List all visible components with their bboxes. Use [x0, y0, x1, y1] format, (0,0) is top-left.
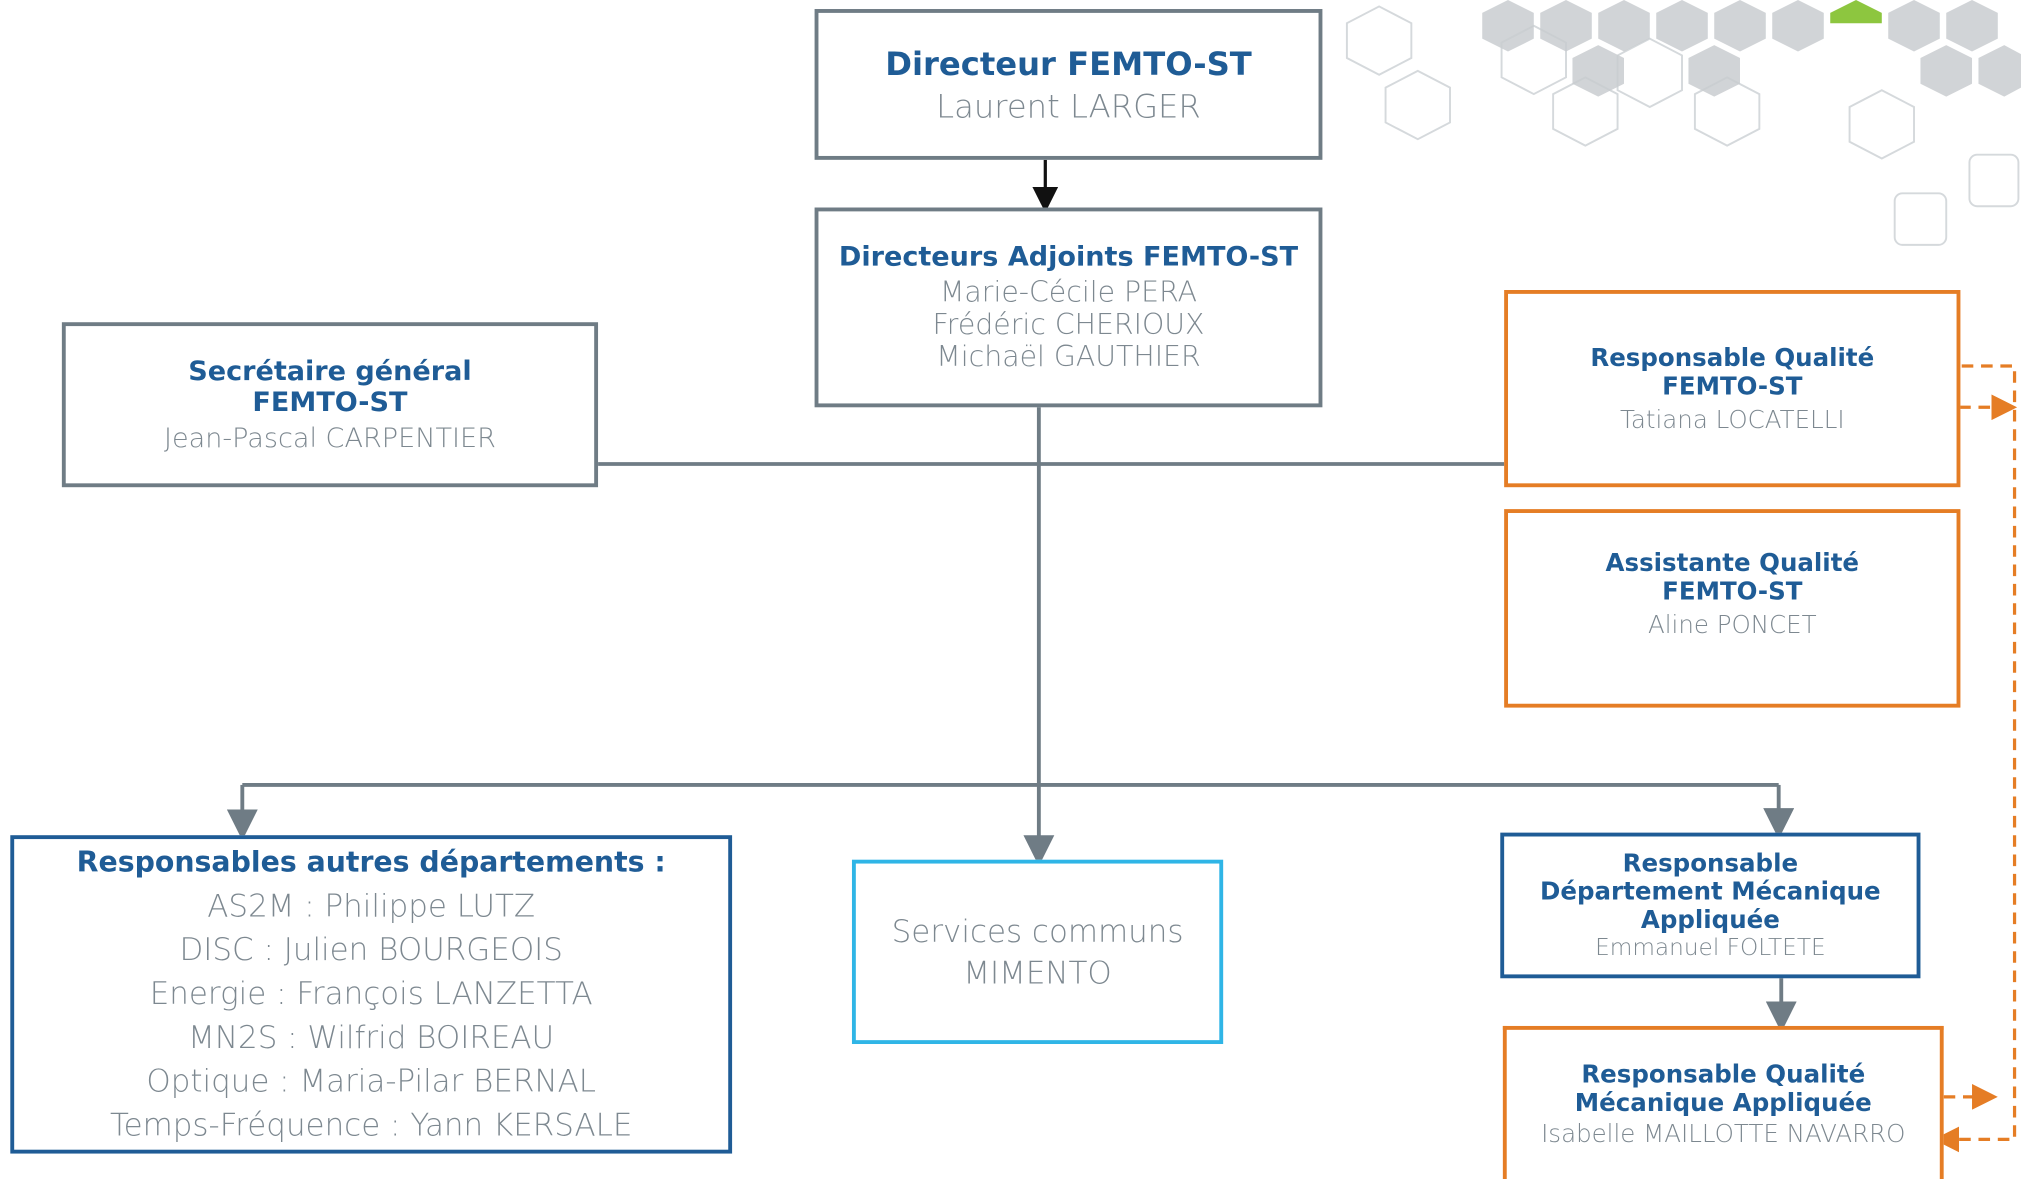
department-item: Energie : François LANZETTA [149, 975, 593, 1012]
quality-manager-name: Tatiana LOCATELLI [1619, 405, 1845, 434]
quality-link-dashed-line [1933, 364, 2017, 1153]
secretary-name: Jean-Pascal CARPENTIER [164, 422, 496, 454]
department-item: Temps-Fréquence : Yann KERSALE [109, 1107, 633, 1144]
services-box: Services communs MIMENTO [851, 859, 1224, 1045]
departments-box: Responsables autres départements : AS2M … [10, 835, 733, 1154]
mech-quality-name: Isabelle MAILLOTTE NAVARRO [1541, 1120, 1906, 1149]
quality-assistant-title-line2: FEMTO-ST [1662, 577, 1803, 606]
deputy-name: Marie-Cécile PERA [939, 277, 1198, 310]
mech-quality-title-line2: Mécanique Appliquée [1574, 1089, 1872, 1118]
quality-assistant-box: Assistante Qualité FEMTO-ST Aline PONCET [1504, 509, 1961, 708]
quality-assistant-name: Aline PONCET [1647, 610, 1817, 640]
mech-dept-title-line1: Responsable [1622, 849, 1799, 878]
mech-dept-box: Responsable Département Mécanique Appliq… [1500, 832, 1921, 979]
departments-title: Responsables autres départements : [76, 846, 666, 880]
secretary-title-line2: FEMTO-ST [252, 386, 408, 418]
department-item: MN2S : Wilfrid BOIREAU [188, 1019, 555, 1056]
mech-quality-box: Responsable Qualité Mécanique Appliquée … [1502, 1025, 1944, 1179]
quality-manager-box: Responsable Qualité FEMTO-ST Tatiana LOC… [1504, 290, 1961, 488]
quality-manager-title-line2: FEMTO-ST [1662, 371, 1803, 401]
deputies-title: Directeurs Adjoints FEMTO-ST [838, 241, 1299, 272]
department-item: AS2M : Philippe LUTZ [207, 888, 536, 925]
deputy-name: Frédéric CHERIOUX [932, 309, 1205, 342]
deputy-name: Michaël GAUTHIER [936, 341, 1201, 374]
director-title: Directeur FEMTO-ST [885, 44, 1252, 82]
quality-manager-title-line1: Responsable Qualité [1590, 343, 1875, 372]
director-name: Laurent LARGER [936, 87, 1201, 125]
mech-dept-name: Emmanuel FOLTETE [1595, 934, 1826, 962]
mech-dept-title-line3: Appliquée [1640, 906, 1780, 935]
department-item: Optique : Maria-Pilar BERNAL [146, 1063, 597, 1100]
services-line1: Services communs [891, 913, 1184, 950]
secretary-box: Secrétaire général FEMTO-ST Jean-Pascal … [61, 322, 599, 488]
mech-quality-title-line1: Responsable Qualité [1581, 1060, 1866, 1090]
director-box: Directeur FEMTO-ST Laurent LARGER [814, 9, 1323, 160]
deputies-box: Directeurs Adjoints FEMTO-ST Marie-Cécil… [814, 207, 1323, 408]
department-item: DISC : Julien BOURGEOIS [179, 931, 563, 968]
mech-dept-title-line2: Département Mécanique [1540, 877, 1881, 907]
hexagon-pattern-decoration [1345, 0, 2021, 246]
secretary-title-line1: Secrétaire général [188, 355, 472, 387]
services-line2: MIMENTO [963, 954, 1112, 991]
quality-assistant-title-line1: Assistante Qualité [1605, 549, 1860, 578]
